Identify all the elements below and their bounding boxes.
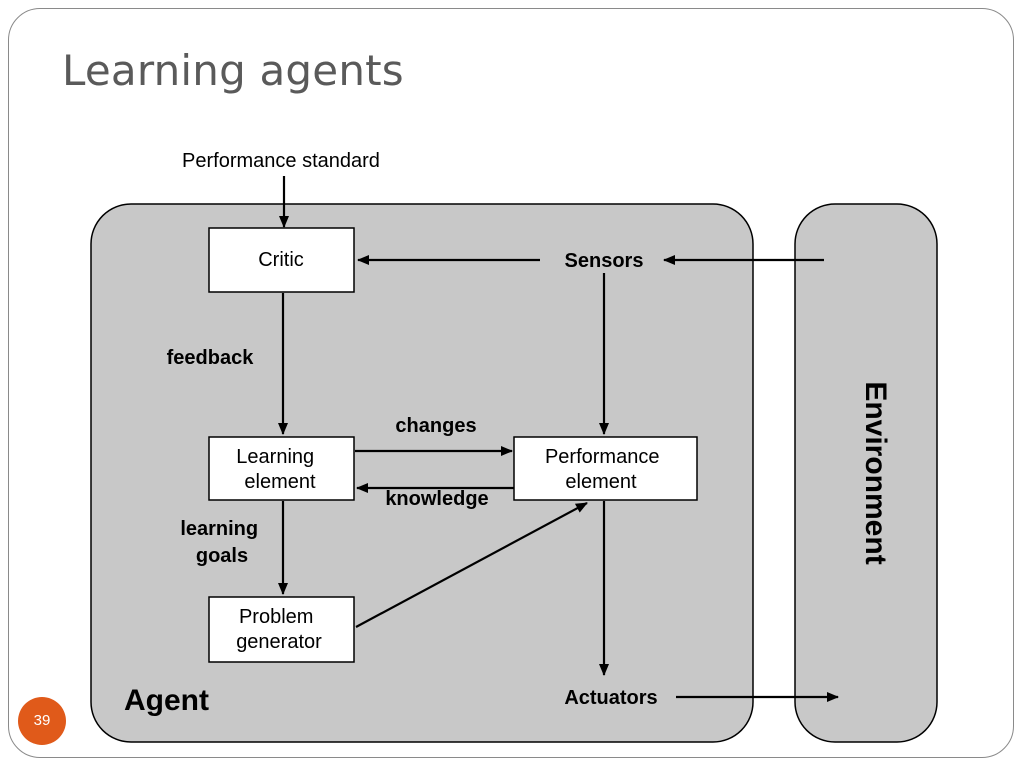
sensors-label: Sensors	[565, 250, 644, 272]
problem-generator-box: Problem generator	[208, 596, 355, 663]
changes-label: changes	[395, 415, 476, 437]
performance-element-label-line2: element	[565, 471, 637, 493]
svg-text:Problem generator: Problem generator	[236, 606, 322, 653]
learning-element-label-line1: Learning	[236, 446, 314, 468]
svg-text:Learning element: Learning element	[236, 446, 319, 493]
critic-label: Critic	[258, 249, 304, 271]
svg-text:Performance element: Performance element	[545, 446, 665, 493]
actuators-label: Actuators	[564, 687, 657, 709]
performance-element-label-line1: Performance	[545, 446, 660, 468]
learning-goals-label-line2: goals	[196, 545, 248, 567]
learning-element-box: Learning element	[208, 436, 355, 501]
problem-generator-label-line1: Problem	[239, 606, 313, 628]
slide-title: Learning agents	[62, 46, 404, 95]
environment-region	[794, 203, 938, 743]
knowledge-label: knowledge	[385, 488, 488, 510]
environment-label: Environment	[859, 381, 892, 564]
agent-label: Agent	[124, 684, 209, 717]
svg-text:learning goals: learning goals	[180, 518, 263, 567]
svg-text:Critic: Critic	[258, 249, 304, 271]
arrow-problem-generator-to-performance	[355, 502, 588, 628]
learning-element-label-line2: element	[244, 471, 316, 493]
feedback-label: feedback	[167, 347, 255, 369]
critic-box: Critic	[208, 227, 355, 293]
performance-standard-label: Performance standard	[182, 150, 380, 172]
learning-goals-label-line1: learning	[180, 518, 258, 540]
page-number-badge: 39	[18, 697, 66, 745]
performance-element-box: Performance element	[513, 436, 698, 501]
problem-generator-label-line2: generator	[236, 631, 322, 653]
